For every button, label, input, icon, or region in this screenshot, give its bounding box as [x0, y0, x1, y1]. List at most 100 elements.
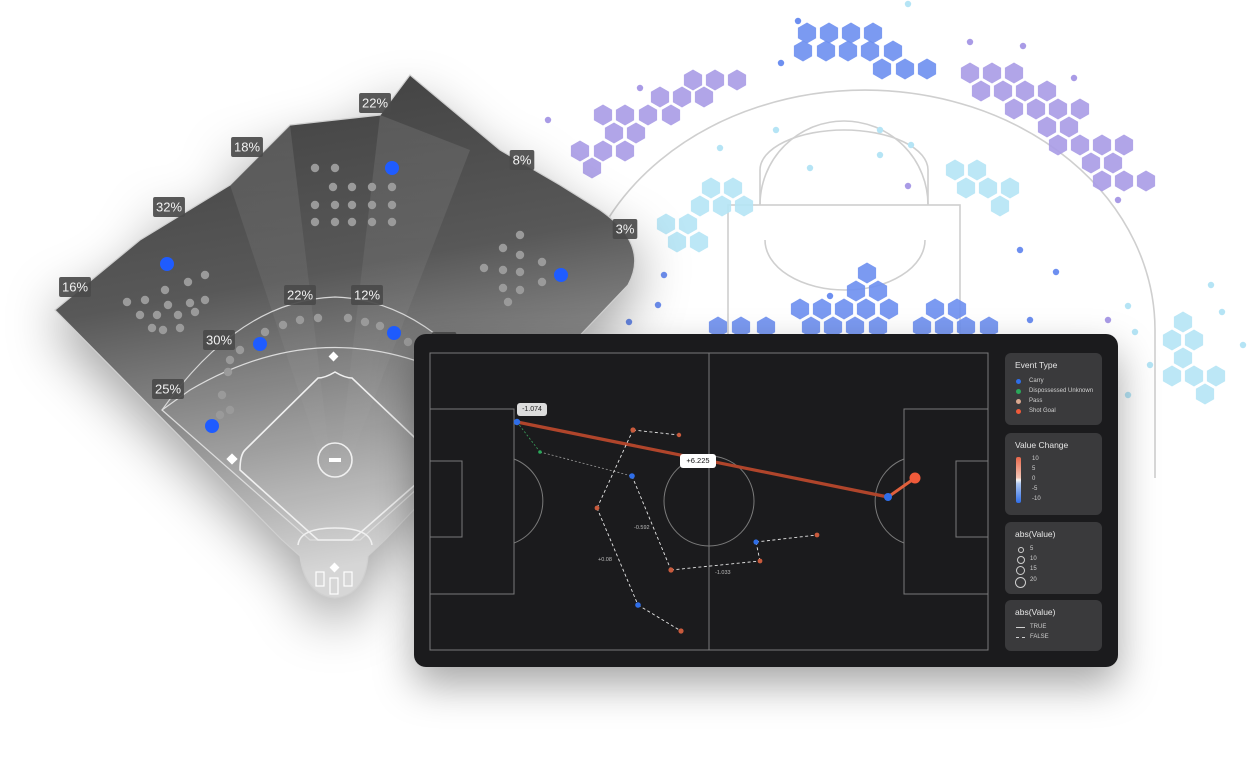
hex-bin [934, 316, 954, 338]
hex-bin [868, 316, 888, 338]
spray-dot [403, 337, 413, 347]
pitchers-mound [317, 442, 353, 478]
spray-dot [498, 283, 508, 293]
size-label: 10 [1030, 556, 1037, 562]
hex-bin [727, 69, 747, 91]
spray-dot [367, 217, 377, 227]
spray-dot [515, 230, 525, 240]
spray-dot [278, 320, 288, 330]
scatter-dot [1114, 196, 1122, 204]
scatter-dot [806, 164, 814, 172]
scatter-dot [876, 151, 884, 159]
scatter-dot [1207, 281, 1215, 289]
hex-bin [650, 86, 670, 108]
hex-bin [812, 298, 832, 320]
hex-bin [1103, 152, 1123, 174]
spray-dot [140, 295, 150, 305]
hex-bin [672, 86, 692, 108]
scatter-dot [1124, 302, 1132, 310]
edge-label-1: -0.592 [634, 525, 650, 531]
home-plate [297, 527, 373, 546]
spray-dot [183, 277, 193, 287]
carry-event [635, 602, 641, 608]
scatter-dot [660, 271, 668, 279]
hex-bin [1173, 311, 1193, 333]
scale-tick: 5 [1032, 466, 1036, 472]
spray-dot [330, 217, 340, 227]
hex-bin [1015, 80, 1035, 102]
hex-bin [912, 316, 932, 338]
spray-highlight-dot [554, 268, 568, 282]
hex-bin [990, 195, 1010, 217]
scatter-dot [826, 292, 834, 300]
hex-bin [683, 69, 703, 91]
hex-bin [895, 58, 915, 80]
color-scale-bar [1016, 457, 1021, 503]
event-edge-dashed [596, 429, 634, 509]
event-edge-dashed [631, 475, 672, 571]
carry-event [884, 493, 892, 501]
zone-label: 3% [616, 222, 635, 237]
hex-bin [1000, 177, 1020, 199]
event-edge-dashed [755, 541, 761, 562]
event-edge-dashed [539, 451, 633, 477]
hex-bin [1070, 134, 1090, 156]
scatter-dot [1146, 361, 1154, 369]
hex-bin [661, 104, 681, 126]
hex-bin [793, 40, 813, 62]
zone-label-bg [153, 197, 185, 217]
scatter-dot [876, 126, 884, 134]
hex-bin [823, 316, 843, 338]
hex-bin [790, 298, 810, 320]
pass-event [630, 427, 636, 433]
hex-bin [883, 40, 903, 62]
hex-bin [1037, 80, 1057, 102]
batters-box-right [343, 571, 353, 587]
event-edge-solid [887, 476, 916, 499]
callout-2: +6.225 [680, 454, 716, 468]
hex-bin [1206, 365, 1226, 387]
spray-dot [173, 310, 183, 320]
legend-value-change: Value Change 10 5 0 -5 -10 [1005, 433, 1102, 515]
spray-dot [347, 200, 357, 210]
zone-label-bg [284, 285, 316, 305]
hex-bin [1004, 62, 1024, 84]
hex-bin [1195, 383, 1215, 405]
zone-label: 25% [155, 382, 181, 397]
hex-bin [712, 195, 732, 217]
left-penalty-arc [513, 458, 544, 544]
spray-dot [387, 182, 397, 192]
spray-dot [215, 410, 225, 420]
spray-dot [375, 321, 385, 331]
size-label: 15 [1030, 566, 1037, 572]
hex-bin [1081, 152, 1101, 174]
zone-label: 18% [234, 140, 260, 155]
scatter-dot [1070, 74, 1078, 82]
hex-bin [838, 40, 858, 62]
hex-bin [708, 316, 728, 338]
right-goal-area [955, 460, 989, 538]
spray-dot [537, 257, 547, 267]
spray-dot [190, 307, 200, 317]
spray-dot [330, 163, 340, 173]
hex-bin [1184, 365, 1204, 387]
zone-label-bg [231, 137, 263, 157]
dispossessed-event [538, 450, 542, 454]
home-plate-marker [329, 562, 340, 573]
scatter-dot [625, 318, 633, 326]
spray-dot [515, 267, 525, 277]
zone-label-bg [59, 277, 91, 297]
hex-bin [723, 177, 743, 199]
hex-bin [1092, 170, 1112, 192]
spray-dot [343, 313, 353, 323]
scatter-dot [907, 141, 915, 149]
infield-diamond [239, 371, 433, 541]
hex-bin [1048, 98, 1068, 120]
hex-bin [801, 316, 821, 338]
free-throw-circle-lower [764, 239, 926, 291]
right-penalty-arc [874, 458, 905, 544]
spray-dot [310, 163, 320, 173]
hex-bin [694, 86, 714, 108]
scatter-dot [1016, 246, 1024, 254]
zone-label: 22% [362, 96, 388, 111]
